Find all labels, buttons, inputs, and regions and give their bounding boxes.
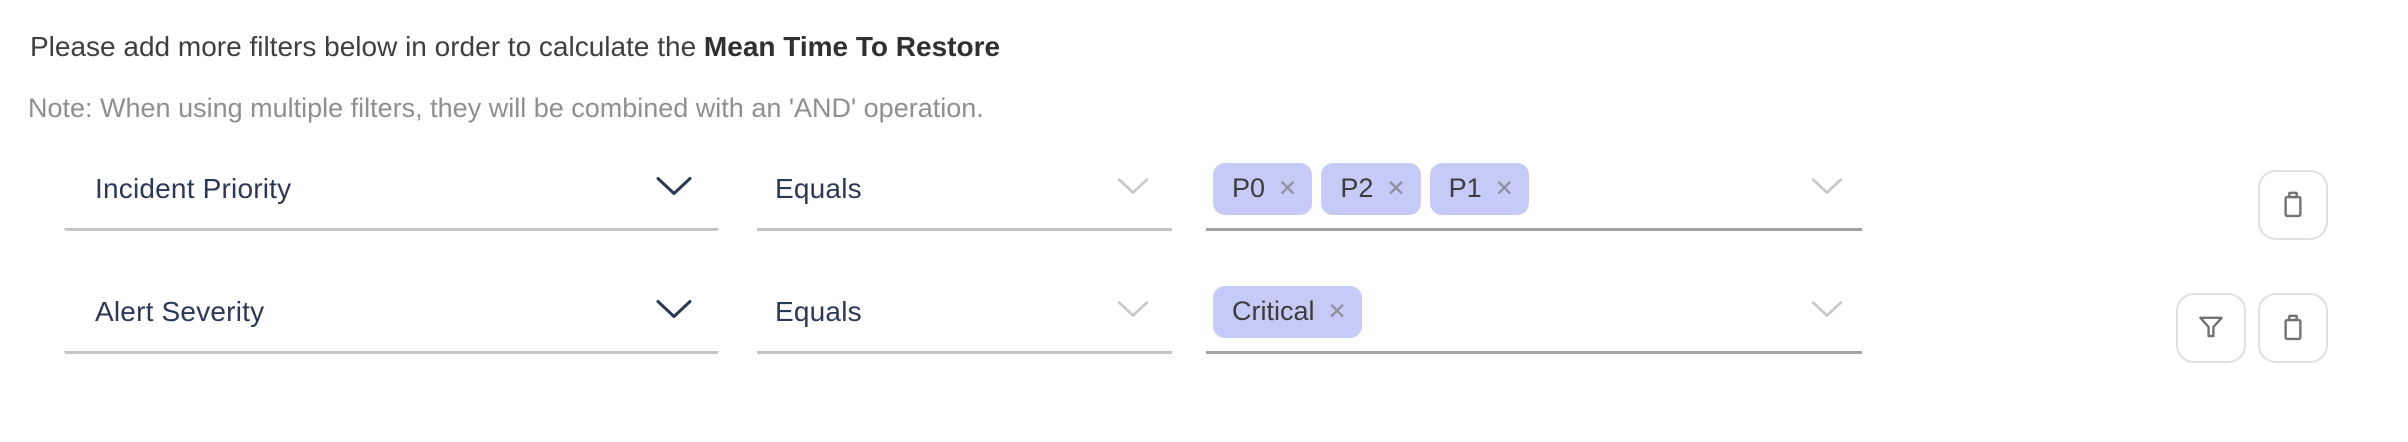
x-icon[interactable]: ✕ (1386, 175, 1406, 201)
chevron-down-icon (1810, 176, 1844, 201)
chip-list: Critical ✕ (1213, 285, 1362, 338)
intro-text: Please add more filters below in order t… (30, 30, 1000, 64)
funnel-icon (2194, 310, 2228, 347)
value-chip: P0 ✕ (1213, 162, 1313, 215)
chevron-down-icon (1810, 299, 1844, 324)
trash-icon (2276, 310, 2310, 347)
values-multiselect[interactable]: Critical ✕ (1206, 272, 1862, 354)
trash-icon (2276, 187, 2310, 224)
x-icon[interactable]: ✕ (1494, 175, 1514, 201)
metric-name: Mean Time To Restore (703, 31, 1001, 62)
row-actions (2258, 170, 2328, 240)
chevron-down-icon (1116, 176, 1150, 201)
values-multiselect[interactable]: P0 ✕ P2 ✕ P1 ✕ (1206, 149, 1862, 231)
attribute-select-value: Alert Severity (95, 295, 265, 327)
attribute-select-value: Incident Priority (95, 172, 292, 204)
operator-select[interactable]: Equals (757, 272, 1172, 354)
filter-values-button[interactable] (2176, 293, 2246, 363)
chip-label: Critical (1232, 296, 1315, 326)
chip-label: P2 (1340, 173, 1374, 203)
chip-label: P0 (1232, 173, 1266, 203)
attribute-select[interactable]: Alert Severity (64, 272, 719, 354)
chevron-down-icon (655, 175, 693, 202)
value-chip: P1 ✕ (1429, 162, 1529, 215)
attribute-select[interactable]: Incident Priority (64, 149, 719, 231)
x-icon[interactable]: ✕ (1278, 175, 1298, 201)
chip-list: P0 ✕ P2 ✕ P1 ✕ (1213, 162, 1529, 215)
delete-filter-button[interactable] (2258, 293, 2328, 363)
chevron-down-icon (1116, 299, 1150, 324)
chip-label: P1 (1448, 173, 1482, 203)
intro-text-regular: Please add more filters below in order t… (30, 31, 704, 62)
filter-row: Alert Severity Equals Critical ✕ (0, 272, 2408, 363)
value-chip: P2 ✕ (1321, 162, 1421, 215)
value-chip: Critical ✕ (1213, 285, 1362, 338)
x-icon[interactable]: ✕ (1327, 298, 1347, 324)
delete-filter-button[interactable] (2258, 170, 2328, 240)
operator-select-value: Equals (775, 295, 862, 327)
operator-select-value: Equals (775, 172, 862, 204)
chevron-down-icon (655, 298, 693, 325)
row-actions (2176, 293, 2328, 363)
note-text: Note: When using multiple filters, they … (28, 93, 984, 123)
filter-row: Incident Priority Equals P0 ✕ P2 ✕ P1 ✕ (0, 149, 2408, 240)
operator-select[interactable]: Equals (757, 149, 1172, 231)
